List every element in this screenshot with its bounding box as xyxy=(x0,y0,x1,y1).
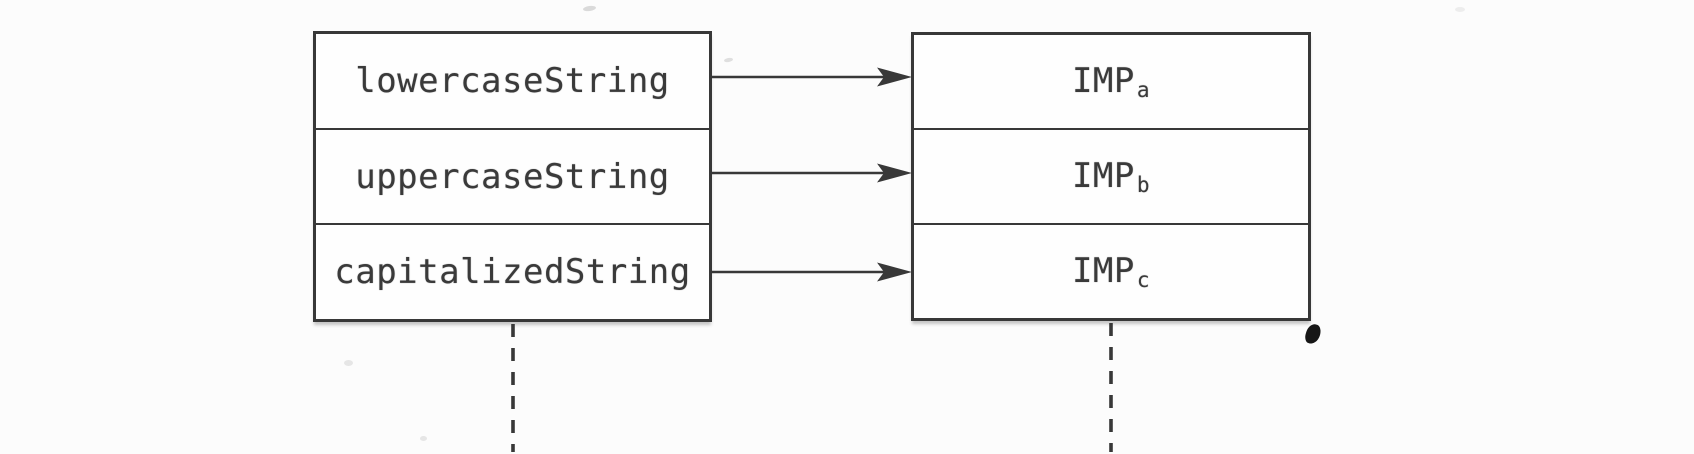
imp-label: IMPa xyxy=(1072,61,1150,103)
imp-row-b: IMPb xyxy=(914,128,1308,223)
selector-label: lowercaseString xyxy=(355,60,670,101)
arrow-lowercase-to-impa xyxy=(712,67,912,87)
imp-base: IMP xyxy=(1071,60,1135,101)
dashed-line-implementations xyxy=(1109,323,1113,452)
imp-row-c: IMPc xyxy=(914,223,1308,318)
arrow-uppercase-to-impb xyxy=(712,163,912,183)
imp-label: IMPb xyxy=(1072,156,1150,198)
selectors-box: lowercaseString uppercaseString capitali… xyxy=(313,31,712,322)
implementations-box: IMPa IMPb IMPc xyxy=(911,32,1311,321)
imp-base: IMP xyxy=(1071,155,1135,196)
scan-speck xyxy=(582,5,597,12)
selector-row-capitalized: capitalizedString xyxy=(316,223,709,319)
selector-label: capitalizedString xyxy=(334,252,691,293)
imp-subscript: b xyxy=(1136,172,1151,198)
selector-label: uppercaseString xyxy=(355,156,670,197)
ink-comma-mark xyxy=(1303,322,1323,346)
selector-row-lowercase: lowercaseString xyxy=(316,34,709,128)
dashed-line-selectors xyxy=(511,324,515,452)
scan-speck xyxy=(344,360,353,366)
imp-subscript: c xyxy=(1136,267,1151,293)
selector-row-uppercase: uppercaseString xyxy=(316,127,709,224)
imp-row-a: IMPa xyxy=(914,35,1308,128)
imp-subscript: a xyxy=(1136,77,1151,103)
scan-speck xyxy=(420,436,427,441)
scan-speck xyxy=(1455,7,1465,12)
imp-label: IMPc xyxy=(1072,251,1150,293)
imp-base: IMP xyxy=(1071,250,1135,291)
arrow-capitalized-to-impc xyxy=(712,262,912,282)
arrows-layer xyxy=(712,67,912,282)
